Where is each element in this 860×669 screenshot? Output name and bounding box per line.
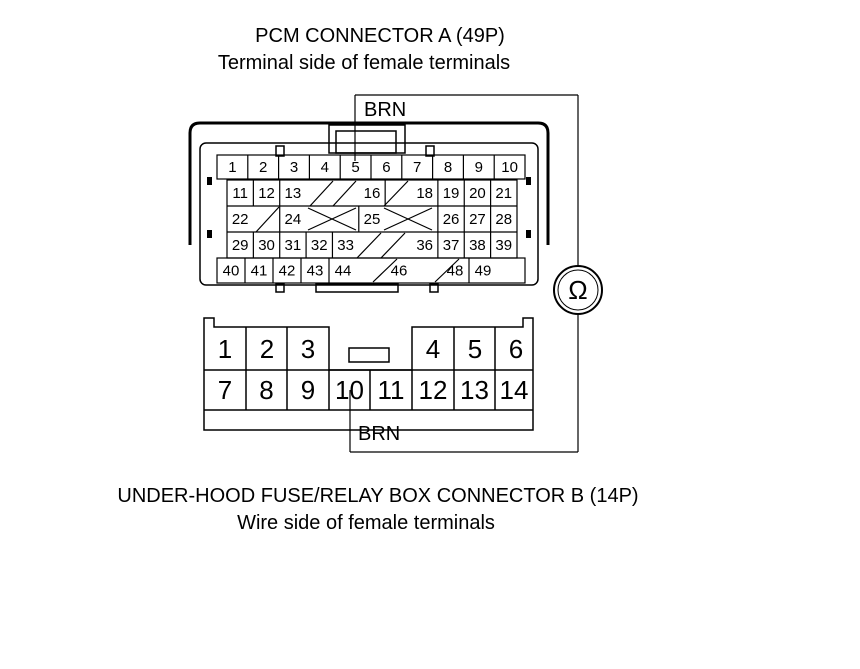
pcm-terminal-38: 38	[469, 237, 486, 254]
pcm-terminal-28: 28	[495, 211, 512, 228]
fuse-terminal-8: 8	[259, 375, 273, 405]
pcm-terminal-43: 43	[307, 263, 324, 280]
pcm-terminal-26: 26	[443, 211, 460, 228]
pcm-terminal-6: 6	[382, 159, 390, 176]
pcm-terminal-20: 20	[469, 185, 486, 202]
fuse-terminal-12: 12	[419, 375, 448, 405]
fuse-terminal-3: 3	[301, 334, 315, 364]
pcm-terminal-9: 9	[475, 159, 483, 176]
pcm-terminal-41: 41	[251, 263, 268, 280]
pcm-terminal-31: 31	[285, 237, 302, 254]
pcm-terminal-13: 13	[285, 185, 302, 202]
pcm-terminal-44: 44	[335, 263, 352, 280]
probe-wires	[349, 94, 579, 453]
pcm-terminal-7: 7	[413, 159, 421, 176]
pcm-terminal-19: 19	[443, 185, 460, 202]
fuse-terminal-1: 1	[218, 334, 232, 364]
pcm-terminal-32: 32	[311, 237, 328, 254]
pcm-terminal-5: 5	[351, 159, 359, 176]
fuse-terminal-13: 13	[460, 375, 489, 405]
pcm-terminal-2: 2	[259, 159, 267, 176]
pcm-terminal-12: 12	[258, 185, 275, 202]
fuse-terminal-14: 14	[500, 375, 529, 405]
pcm-terminal-1: 1	[228, 159, 236, 176]
fuse-box-connector-subtitle: Wire side of female terminals	[237, 512, 495, 534]
fuse-terminal-6: 6	[509, 334, 523, 364]
pcm-terminal-42: 42	[279, 263, 296, 280]
pcm-terminal-33: 33	[337, 237, 354, 254]
pcm-terminal-27: 27	[469, 211, 486, 228]
pcm-terminal-18: 18	[416, 185, 433, 202]
ohm-symbol: Ω	[568, 275, 587, 305]
fuse-terminal-4: 4	[426, 334, 440, 364]
pcm-terminal-36: 36	[416, 237, 433, 254]
ohmmeter-icon: Ω	[553, 265, 603, 315]
pcm-connector-subtitle: Terminal side of female terminals	[218, 52, 510, 74]
pcm-terminal-30: 30	[258, 237, 275, 254]
fuse-box-connector-body	[203, 317, 534, 431]
pcm-wire-color-label: BRN	[364, 99, 406, 121]
pcm-terminal-4: 4	[321, 159, 329, 176]
pcm-terminal-3: 3	[290, 159, 298, 176]
pcm-terminal-49: 49	[475, 263, 492, 280]
pcm-terminal-8: 8	[444, 159, 452, 176]
pcm-terminal-11: 11	[232, 185, 248, 202]
pcm-terminal-48: 48	[447, 263, 464, 280]
fuse-terminal-7: 7	[218, 375, 232, 405]
pcm-terminal-10: 10	[501, 159, 518, 176]
fuse-box-connector-title: UNDER-HOOD FUSE/RELAY BOX CONNECTOR B (1…	[117, 485, 638, 507]
fuse-terminal-5: 5	[468, 334, 482, 364]
pcm-terminal-22: 22	[232, 211, 249, 228]
fuse-terminal-11: 11	[378, 375, 405, 405]
fuse-terminal-9: 9	[301, 375, 315, 405]
pcm-connector-side-marks	[207, 177, 531, 238]
pcm-terminal-25: 25	[364, 211, 381, 228]
pcm-connector-title: PCM CONNECTOR A (49P)	[255, 25, 505, 47]
pcm-terminal-29: 29	[232, 237, 249, 254]
pcm-terminal-37: 37	[443, 237, 460, 254]
pcm-terminal-46: 46	[391, 263, 408, 280]
fuse-terminal-2: 2	[260, 334, 274, 364]
fuse-wire-color-label: BRN	[358, 423, 400, 445]
pcm-terminal-39: 39	[495, 237, 512, 254]
pcm-connector-body	[188, 121, 550, 293]
pcm-terminal-40: 40	[223, 263, 240, 280]
pcm-terminal-16: 16	[364, 185, 381, 202]
pcm-terminal-24: 24	[285, 211, 302, 228]
pcm-empty-cavity-marks	[255, 180, 460, 283]
pcm-terminal-21: 21	[495, 185, 512, 202]
